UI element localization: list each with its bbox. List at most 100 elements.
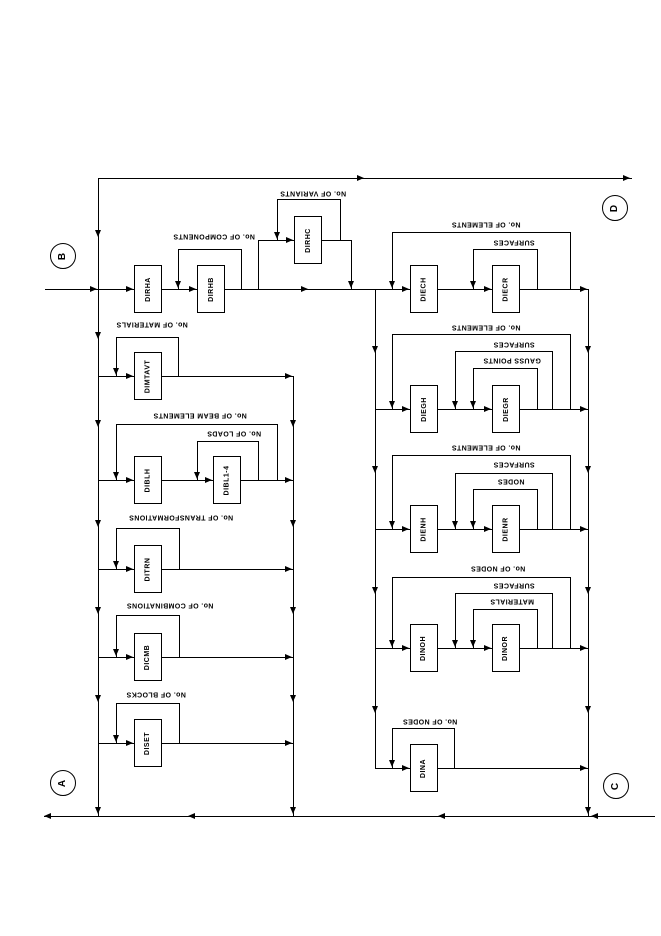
flow-line-vertical: [552, 351, 553, 409]
process-box-ditrn: DITRN: [134, 545, 162, 593]
arrowhead-down-icon: [470, 281, 476, 288]
arrowhead-down-icon: [290, 695, 296, 702]
arrowhead-right-icon: [484, 286, 491, 292]
flow-line-vertical: [537, 249, 538, 289]
flow-line-vertical: [570, 577, 571, 648]
arrowhead-down-icon: [452, 521, 458, 528]
flow-line-horizontal: [98, 657, 134, 658]
arrowhead-left-icon: [438, 813, 445, 819]
flow-line-horizontal: [98, 376, 134, 377]
arrowhead-down-icon: [470, 640, 476, 647]
process-box-diecr-label: DIECR: [502, 276, 510, 302]
loop-label-materials: No. OF MATERIALS: [116, 320, 188, 328]
arrowhead-right-icon: [285, 477, 292, 483]
loop-label-components: No. OF COMPONENTS: [173, 232, 255, 240]
arrowhead-down-icon: [389, 401, 395, 408]
flow-line-horizontal: [392, 232, 570, 233]
flow-line-vertical: [392, 455, 393, 529]
loop-label-elements-1: No. OF ELEMENTS: [451, 220, 521, 228]
flow-line-horizontal: [438, 289, 492, 290]
flow-line-vertical: [116, 424, 117, 480]
process-box-diblh-label: DIBLH: [144, 468, 152, 492]
flow-line-vertical: [537, 368, 538, 409]
flow-line-horizontal: [455, 593, 552, 594]
flow-line-vertical: [375, 289, 376, 768]
arrowhead-right-icon: [126, 477, 133, 483]
flow-line-vertical: [537, 489, 538, 529]
process-box-diset-label: DISET: [144, 731, 152, 755]
arrowhead-down-icon: [95, 695, 101, 702]
loop-label-surfaces-1: SURFACES: [493, 238, 535, 246]
flow-line-vertical: [116, 615, 117, 657]
process-box-dirhc-label: DIRHC: [304, 227, 312, 253]
arrowhead-right-icon: [205, 477, 212, 483]
process-box-dinor-label: DINOR: [502, 635, 510, 661]
arrowhead-down-icon: [95, 520, 101, 527]
flow-line-vertical: [588, 289, 589, 816]
flow-line-horizontal: [116, 528, 179, 529]
flow-line-vertical: [116, 528, 117, 569]
process-box-dinoh: DINOH: [410, 624, 438, 672]
arrowhead-down-icon: [113, 368, 119, 375]
arrowhead-down-icon: [290, 607, 296, 614]
arrowhead-down-icon: [95, 807, 101, 814]
arrowhead-down-icon: [348, 281, 354, 288]
arrowhead-right-icon: [484, 406, 491, 412]
flow-line-horizontal: [116, 703, 179, 704]
loop-label-no-of-nodes-1: No. OF NODES: [470, 564, 526, 572]
loop-label-surfaces-2: SURFACES: [493, 340, 535, 348]
loop-label-loads: No. OF LOADS: [206, 429, 262, 437]
process-box-diegh: DIEGH: [410, 385, 438, 433]
flow-line-horizontal: [197, 441, 258, 442]
arrowhead-right-icon: [580, 765, 587, 771]
flow-line-horizontal: [116, 424, 277, 425]
arrowhead-down-icon: [194, 472, 200, 479]
flow-line-vertical: [179, 528, 180, 569]
process-box-dienr-label: DIENR: [502, 516, 510, 542]
flow-line-horizontal: [473, 249, 537, 250]
arrowhead-down-icon: [452, 640, 458, 647]
flow-line-horizontal: [473, 609, 537, 610]
flow-line-vertical: [570, 455, 571, 529]
arrowhead-right-icon: [126, 566, 133, 572]
arrowhead-down-icon: [95, 420, 101, 427]
flow-line-horizontal: [438, 648, 492, 649]
flow-line-horizontal: [392, 728, 454, 729]
arrowhead-down-icon: [95, 230, 101, 237]
arrowhead-down-icon: [372, 466, 378, 473]
flow-line-vertical: [392, 334, 393, 409]
arrowhead-down-icon: [585, 807, 591, 814]
process-box-dicmb-label: DICMB: [144, 644, 152, 670]
process-box-diech: DIECH: [410, 265, 438, 313]
flow-line-horizontal: [520, 648, 588, 649]
arrowhead-right-icon: [126, 654, 133, 660]
flow-line-horizontal: [116, 615, 179, 616]
loop-label-beam-elements: No. OF BEAM ELEMENTS: [153, 411, 247, 419]
arrowhead-right-icon: [402, 526, 409, 532]
arrowhead-down-icon: [389, 281, 395, 288]
arrowhead-right-icon: [126, 373, 133, 379]
loop-label-combinations: No. OF COMBINATIONS: [126, 601, 214, 609]
process-box-diegr-label: DIEGR: [502, 396, 510, 422]
flow-line-horizontal: [455, 473, 552, 474]
flow-line-horizontal: [225, 289, 410, 290]
arrowhead-right-icon: [402, 645, 409, 651]
arrowhead-right-icon: [126, 740, 133, 746]
flow-line-horizontal: [162, 569, 293, 570]
flow-line-vertical: [473, 609, 474, 648]
flow-line-vertical: [351, 240, 352, 289]
arrowhead-right-icon: [580, 526, 587, 532]
process-box-dirhb: DIRHB: [197, 265, 225, 313]
flow-line-horizontal: [44, 816, 655, 817]
process-box-dicmb: DICMB: [134, 633, 162, 681]
flow-line-vertical: [116, 703, 117, 743]
process-box-dina: DINA: [410, 744, 438, 792]
process-box-ditrn-label: DITRN: [144, 557, 152, 581]
flow-line-horizontal: [162, 480, 213, 481]
loop-label-nodes: NODES: [497, 477, 525, 485]
arrowhead-right-icon: [402, 406, 409, 412]
flow-line-vertical: [241, 249, 242, 289]
flow-line-horizontal: [98, 480, 134, 481]
flow-line-horizontal: [375, 768, 410, 769]
